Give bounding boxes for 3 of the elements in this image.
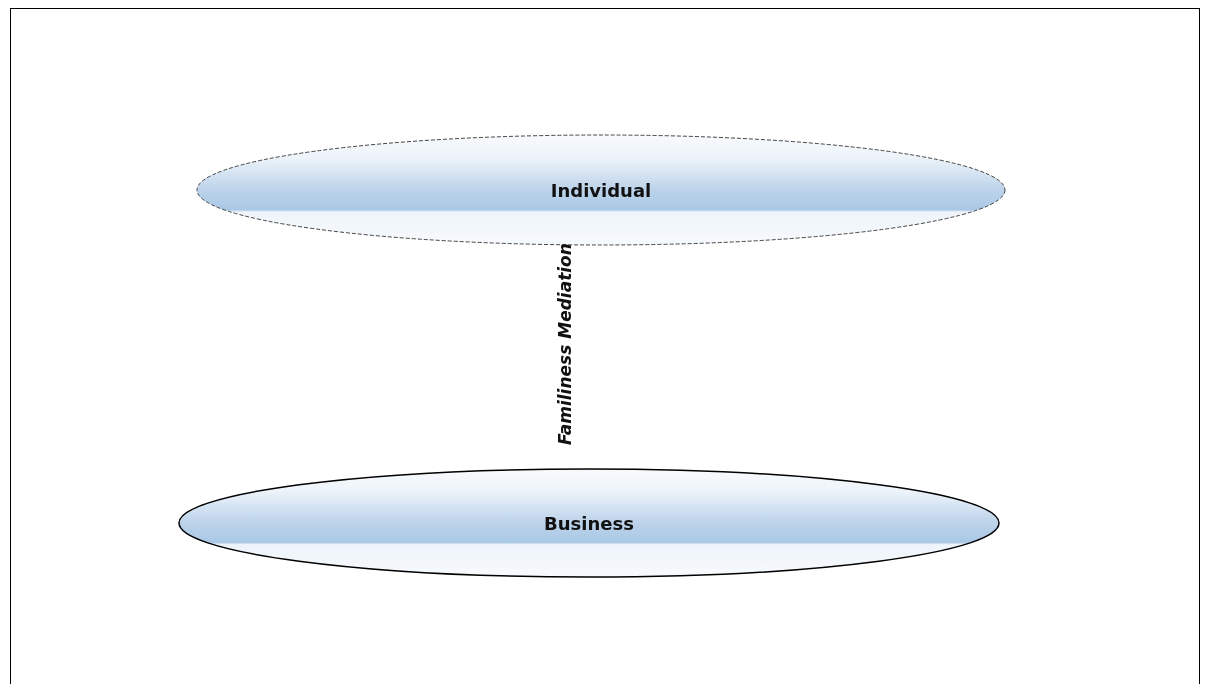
vertical-label: Familiness Mediation <box>555 243 575 445</box>
node-label: Individual <box>550 179 652 201</box>
node-label: Business <box>544 512 634 534</box>
